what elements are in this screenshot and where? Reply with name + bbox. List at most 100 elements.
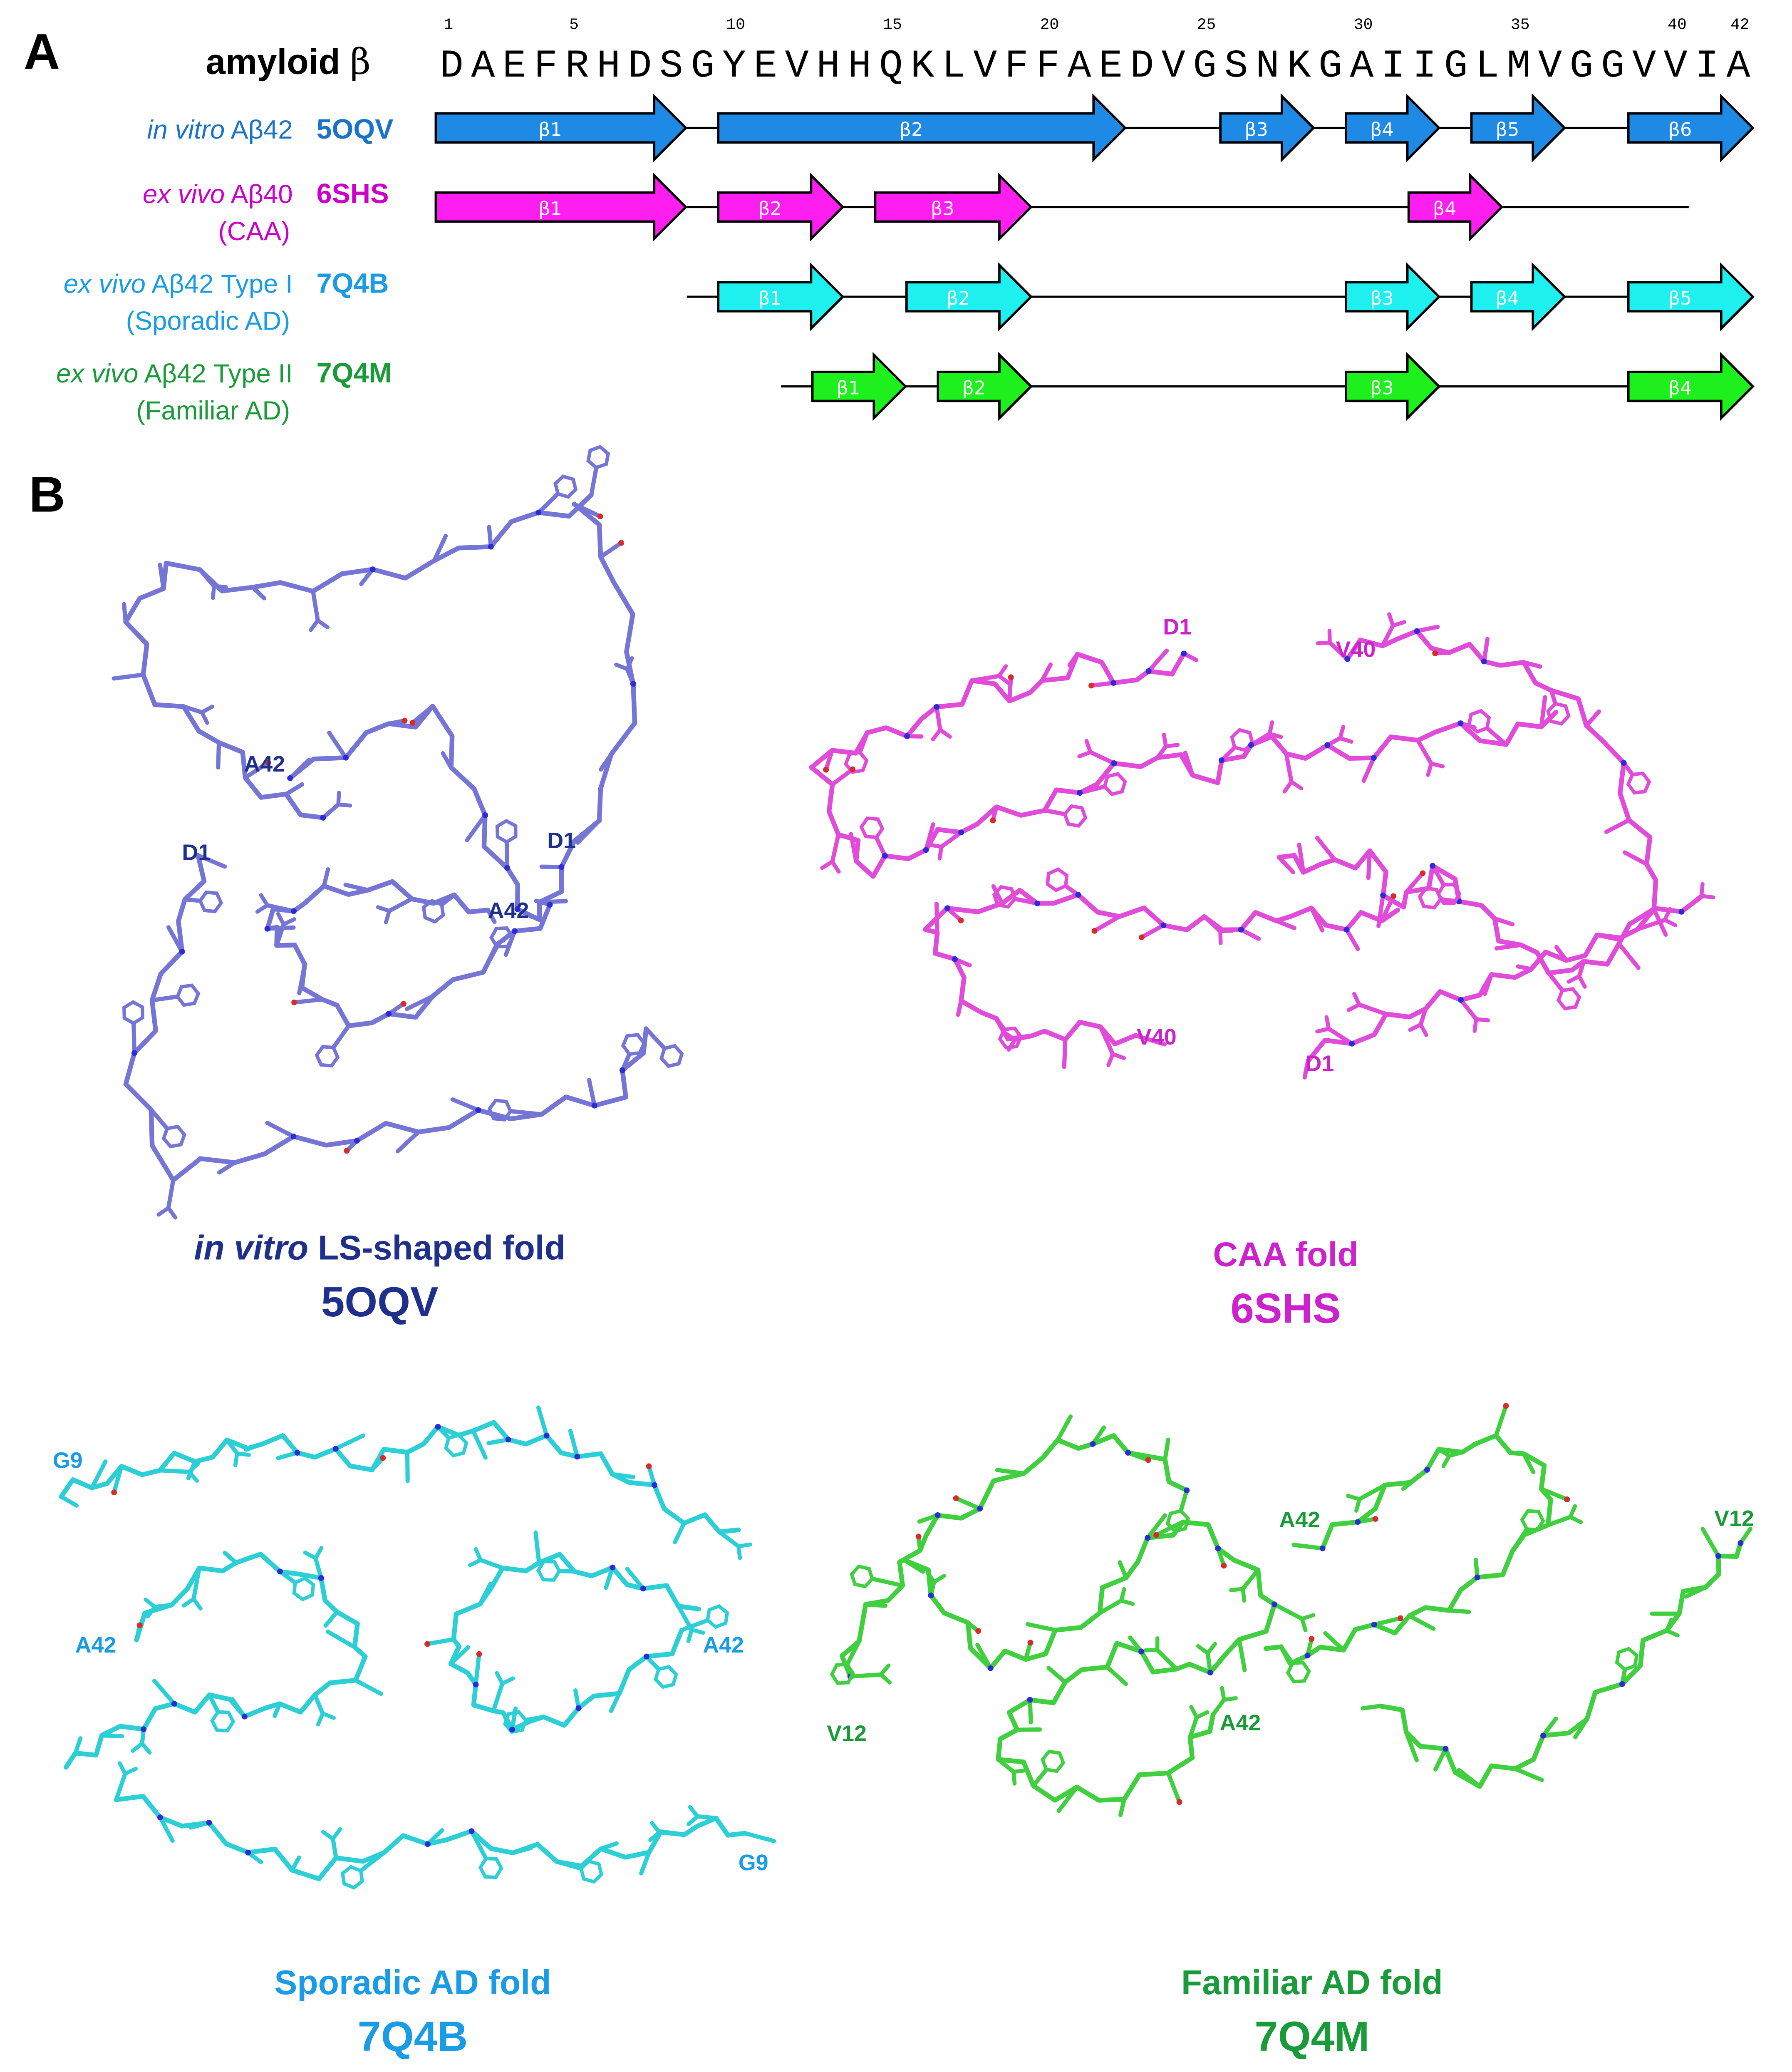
side-chain-stick: [223, 1551, 238, 1565]
caption-italic: in vitro: [194, 1229, 308, 1267]
side-chain-branch: [321, 1830, 335, 1841]
sequence-title-name: amyloid: [206, 42, 350, 82]
oxygen-atom: [401, 1001, 406, 1007]
nitrogen-atom: [1027, 1697, 1033, 1703]
side-chain-stick: [297, 962, 307, 995]
aromatic-ring: [1046, 867, 1069, 892]
sequence-residue: H: [597, 44, 620, 89]
side-chain-stick: [1679, 893, 1704, 914]
nitrogen-atom: [1111, 760, 1117, 766]
side-chain-stick: [449, 1645, 470, 1666]
nitrogen-atom: [1145, 668, 1152, 674]
oxygen-atom: [618, 540, 625, 546]
aromatic-ring: [1626, 772, 1651, 795]
side-chain-branch: [1220, 1686, 1226, 1702]
side-chain-stick: [465, 813, 488, 842]
residue-number: 30: [1354, 16, 1373, 34]
side-chain-stick: [924, 822, 935, 852]
backbone-stick: [809, 651, 1559, 879]
side-chain-stick: [1361, 1704, 1382, 1711]
nitrogen-atom: [1184, 1487, 1190, 1494]
caption-rest: CAA fold: [1213, 1235, 1358, 1273]
side-chain-stick: [471, 1429, 488, 1460]
side-chain-branch: [1119, 1587, 1126, 1603]
side-chain-stick: [265, 925, 296, 931]
sequence-residue: V: [1538, 44, 1562, 89]
nitrogen-atom: [179, 948, 185, 955]
strand-label: β4: [1433, 199, 1457, 220]
side-chain-branch: [1315, 1027, 1331, 1034]
side-chain-stick: [610, 1472, 636, 1479]
aromatic-ring: [292, 1576, 315, 1602]
side-chain-stick: [1118, 1797, 1127, 1817]
terminus-label: G9: [53, 1448, 83, 1473]
side-chain-branch: [648, 1830, 662, 1842]
side-chain-stick: [1492, 916, 1515, 927]
strand-arrow: [434, 172, 688, 242]
backbone-stick: [123, 853, 649, 1183]
oxygen-atom: [265, 759, 271, 766]
oxygen-atom: [1221, 1563, 1227, 1569]
side-chain-branch: [1354, 1497, 1361, 1513]
strand-arrow: [811, 352, 907, 421]
nitrogen-atom: [1215, 1545, 1221, 1551]
nitrogen-atom: [652, 1482, 657, 1488]
side-chain-branch: [1338, 725, 1346, 740]
nitrogen-atom: [505, 1437, 511, 1443]
aromatic-ring: [621, 1033, 646, 1056]
residue-number: 20: [1040, 16, 1059, 34]
aromatic-ring: [1103, 772, 1127, 797]
side-chain-stick: [150, 994, 180, 1003]
strand-label: β1: [538, 199, 562, 220]
side-chain-stick: [874, 835, 887, 858]
row-name: ex vivo Aβ40: [143, 180, 293, 209]
side-chain-stick: [481, 944, 499, 975]
side-chain-stick: [1133, 1033, 1167, 1047]
side-chain-stick: [845, 1639, 861, 1667]
nitrogen-atom: [1238, 926, 1244, 933]
nitrogen-atom: [619, 1067, 625, 1073]
aromatic-ring: [859, 816, 885, 839]
nitrogen-atom: [206, 1819, 212, 1826]
side-chain-stick: [313, 1556, 323, 1580]
aromatic-ring: [992, 885, 1017, 909]
sequence-residue: A: [1350, 44, 1373, 89]
side-chain-branch: [1474, 1017, 1490, 1022]
side-chain-stick: [1088, 750, 1116, 766]
side-chain-stick: [1546, 1515, 1572, 1527]
side-chain-stick: [186, 1459, 197, 1480]
aromatic-ring: [340, 1865, 364, 1890]
side-chain-stick: [1459, 998, 1478, 1022]
residue-number: 15: [883, 16, 902, 34]
side-chain-stick: [469, 1829, 488, 1861]
side-chain-stick: [1447, 1608, 1471, 1614]
strand-arrow: [874, 172, 1033, 242]
nitrogen-atom: [987, 1665, 994, 1671]
oxygen-atom: [111, 1489, 117, 1496]
side-chain-stick: [644, 1654, 661, 1672]
side-chain-stick: [450, 1097, 481, 1112]
side-chain-branch: [1241, 1587, 1247, 1603]
side-chain-stick: [991, 884, 1004, 906]
side-chain-stick: [1401, 1467, 1429, 1491]
aromatic-ring: [844, 750, 869, 774]
terminus-label: V40: [1137, 1025, 1177, 1050]
side-chain-stick: [181, 704, 204, 715]
nitrogen-atom: [977, 1506, 983, 1512]
side-chain-stick: [1418, 1006, 1428, 1027]
side-chain-branch: [1289, 779, 1304, 791]
side-chain-stick: [533, 1530, 541, 1565]
side-chain-stick: [1372, 1616, 1403, 1627]
side-chain-stick: [1522, 660, 1542, 669]
side-chain-stick: [695, 1814, 719, 1820]
side-chain-stick: [59, 1494, 79, 1508]
side-chain-stick: [1522, 1452, 1536, 1474]
nitrogen-atom: [509, 1727, 515, 1733]
side-chain-stick: [1274, 918, 1296, 930]
side-chain-stick: [1326, 1027, 1354, 1046]
side-chain-stick: [1604, 818, 1631, 834]
strand-arrow: [1344, 93, 1441, 163]
